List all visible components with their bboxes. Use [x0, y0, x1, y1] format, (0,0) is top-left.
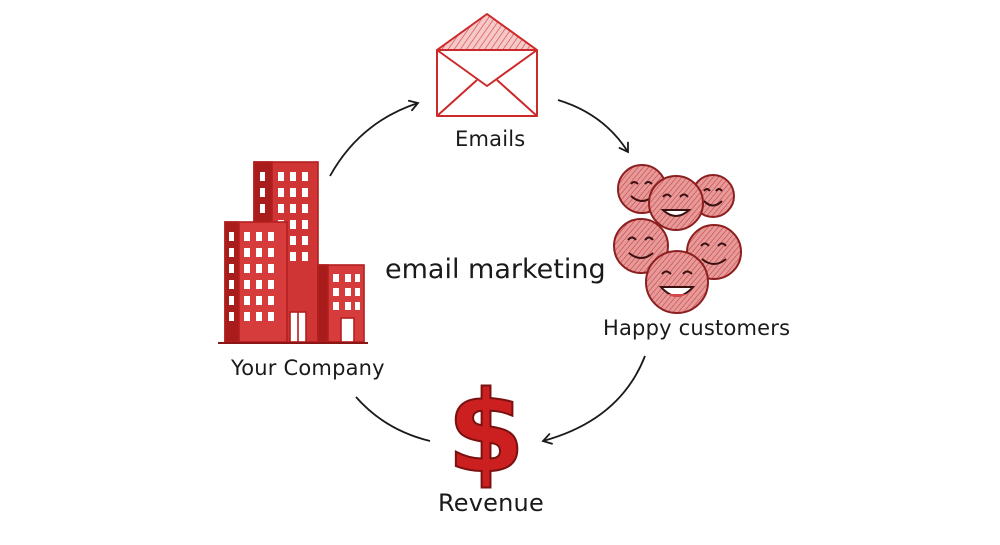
- smiley-faces-icon: [613, 164, 742, 314]
- smiley-face: [645, 250, 709, 314]
- arrow-customers-to-revenue: [541, 355, 646, 445]
- node-label-your-company: Your Company: [231, 356, 385, 380]
- diagram-title: email marketing: [385, 254, 606, 285]
- arrow-company-to-emails: [329, 99, 420, 177]
- office-buildings-icon: [218, 161, 368, 344]
- dollar-sign-icon: $: [446, 367, 526, 499]
- arrow-emails-to-customers: [557, 99, 629, 154]
- node-label-revenue: Revenue: [438, 489, 544, 517]
- svg-text:$: $: [447, 368, 525, 498]
- arrow-revenue-to-company: [355, 396, 431, 442]
- node-label-emails: Emails: [455, 127, 526, 151]
- envelope-icon: [436, 13, 538, 117]
- smiley-face: [648, 175, 704, 231]
- node-label-happy-customers: Happy customers: [603, 316, 791, 340]
